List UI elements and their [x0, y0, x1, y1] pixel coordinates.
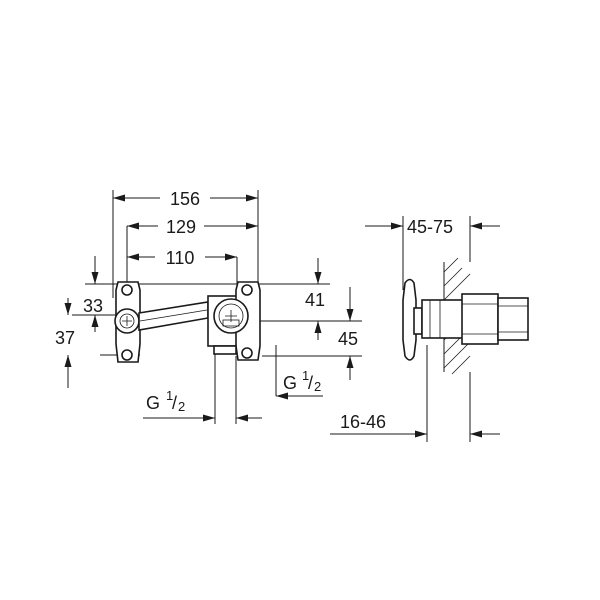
side-extension-lines [402, 216, 471, 442]
dimension-right-upper: 41 [305, 258, 325, 340]
dim-label-129: 129 [166, 217, 196, 237]
dimension-left-lower: 37 [55, 298, 75, 388]
dimension-left-upper: 33 [83, 256, 103, 332]
valve-body-side [402, 278, 529, 361]
dim-label-156: 156 [170, 189, 200, 209]
valve-body-front [114, 281, 261, 363]
thread-numerator: 1 [166, 388, 173, 403]
dimension-mount-depth: 16-46 [330, 412, 500, 438]
body-side [421, 299, 467, 339]
thread-letter: G [283, 373, 297, 393]
dim-label-16-46: 16-46 [340, 412, 386, 432]
svg-text:/: / [308, 373, 313, 393]
dim-label-41: 41 [305, 290, 325, 310]
thread-dimension-inlet: G 1 / 2 [143, 388, 262, 422]
side-view: 45-75 16-46 [330, 216, 529, 442]
dim-label-110: 110 [166, 248, 195, 268]
thread-denominator: 2 [314, 379, 321, 394]
escutcheon-plate [402, 278, 417, 361]
dim-label-45-75: 45-75 [407, 217, 453, 237]
outlet-stub [213, 345, 237, 355]
connecting-pipe [138, 301, 209, 331]
dimension-wall-depth: 45-75 [365, 217, 500, 237]
thread-denominator: 2 [178, 399, 185, 414]
thread-dimension-outlet: G 1 / 2 [276, 368, 323, 400]
dim-label-37: 37 [55, 328, 75, 348]
dimension-overall-width: 156 [113, 186, 258, 209]
dimension-right-lower: 45 [338, 287, 358, 380]
dimension-center-to-outlet: 129 [127, 214, 258, 237]
thread-numerator: 1 [302, 368, 309, 383]
dim-label-45: 45 [338, 329, 358, 349]
front-view: 156 129 110 33 [55, 186, 362, 424]
dim-label-33: 33 [83, 296, 103, 316]
dimension-inlet-to-outlet: 110 [127, 245, 237, 268]
thread-letter: G [146, 393, 160, 413]
svg-text:/: / [172, 393, 177, 413]
